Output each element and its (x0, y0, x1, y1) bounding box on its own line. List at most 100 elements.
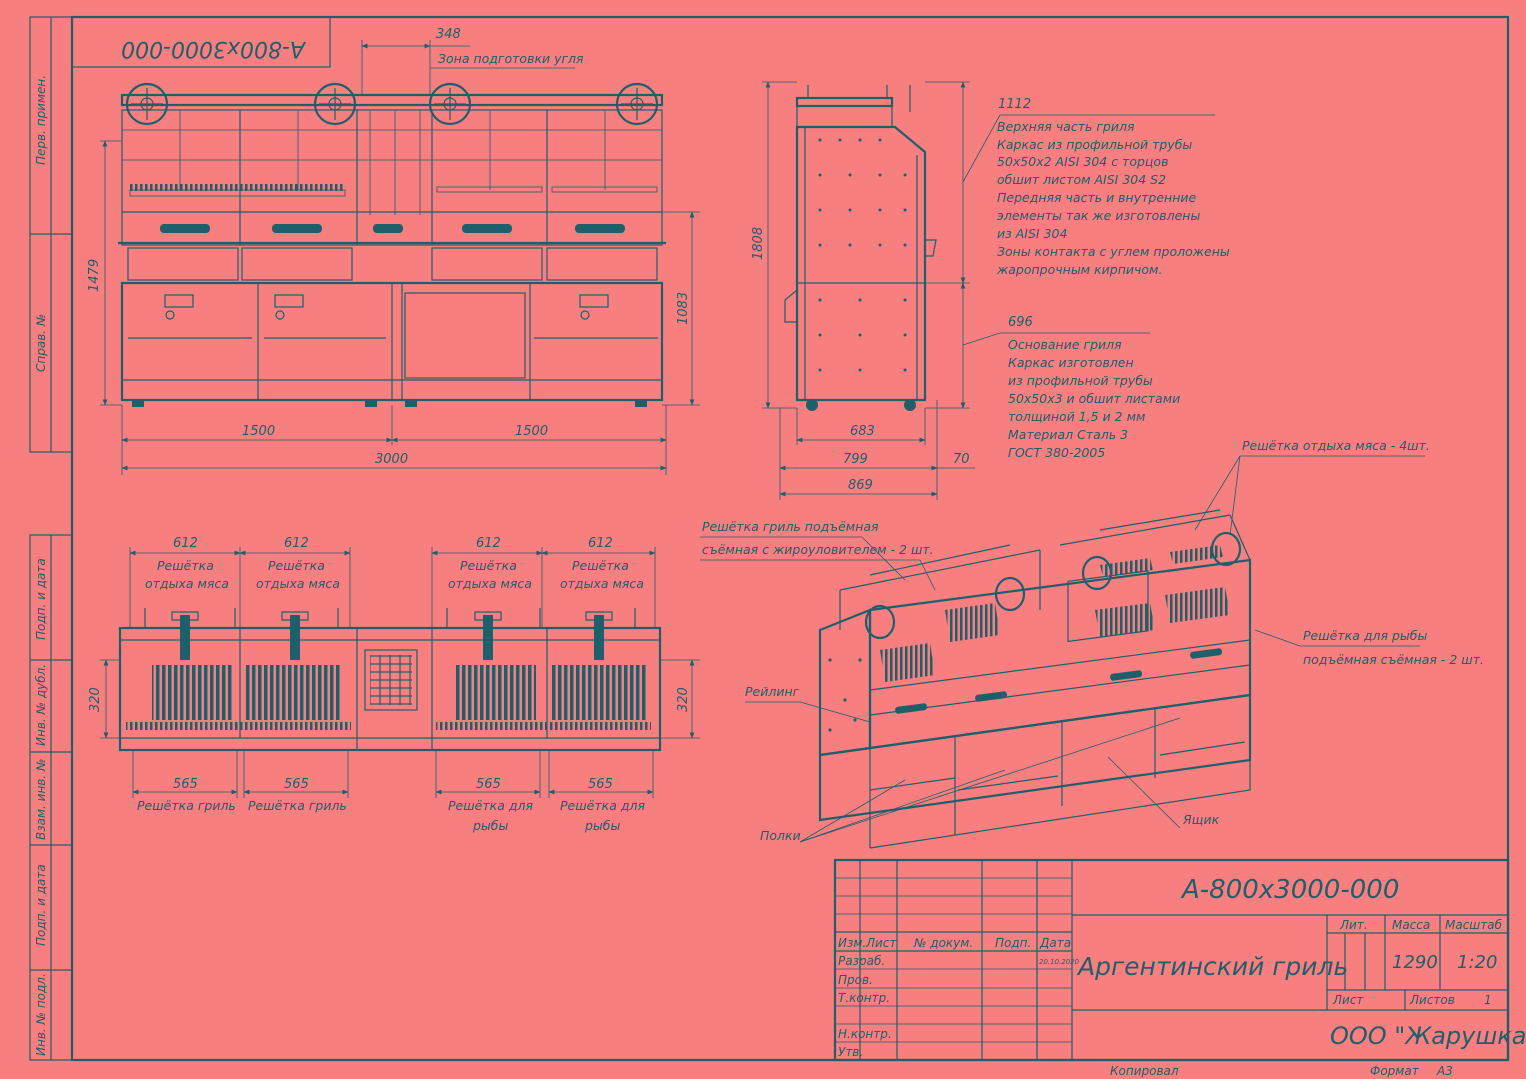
grill-grate-label: Решётка гриль (137, 798, 236, 813)
rest-grate-label: отдыха мяса (560, 576, 644, 591)
rest-grate-label: Решётка (572, 558, 629, 573)
tb-row-tkontr: Т.контр. (838, 991, 890, 1005)
upper-note-line: из AISI 304 (997, 226, 1067, 241)
side-dim-683: 683 (850, 424, 875, 439)
side-height: 1808 (751, 227, 766, 260)
frame-inv-podl: Инв. № подл. (34, 973, 48, 1056)
top-dim-565: 565 (173, 777, 198, 792)
tb-col-list: Лист (865, 936, 897, 950)
rest-grate-label: Решётка (460, 558, 517, 573)
rest-grate-label: отдыха мяса (256, 576, 340, 591)
upper-note-line: жаропрочным кирпичом. (996, 262, 1162, 277)
title-block: Изм. Лист № докум. Подп. Дата Разраб. Пр… (833, 858, 1526, 1078)
top-dim-565: 565 (588, 777, 613, 792)
front-zone-dim: 348 (436, 27, 461, 42)
tb-date: 20.10.2020 (1039, 958, 1080, 966)
tb-format: Формат (1370, 1064, 1420, 1078)
front-height-total: 1479 (87, 259, 102, 292)
tb-masshtab: Масштаб (1445, 918, 1503, 932)
upper-note-line: Каркас из профильной трубы (997, 137, 1192, 152)
tb-scale-value: 1:20 (1457, 952, 1497, 973)
front-width-half-left: 1500 (242, 424, 275, 439)
side-top-dim: 1112 (998, 97, 1031, 112)
tb-sheet: Лист (1332, 993, 1364, 1007)
fish-grate-label: рыбы (584, 818, 621, 833)
top-view: 612 612 612 612 Решётка отдыха мяса Решё… (88, 536, 700, 833)
upper-note-line: Верхняя часть гриля (997, 119, 1135, 134)
rest-grate-label: Решётка (268, 558, 325, 573)
side-view: 1808 1112 696 Верхняя часть гриля Каркас… (751, 81, 1230, 500)
tb-col-podp: Подп. (995, 936, 1031, 950)
iso-fish-grate-2: подъёмная съёмная - 2 шт. (1303, 652, 1484, 667)
tb-row-nkontr: Н.контр. (838, 1027, 892, 1041)
upper-note: Верхняя часть гриля Каркас из профильной… (996, 119, 1230, 277)
iso-railing: Рейлинг (745, 684, 800, 699)
tb-company: ООО "Жарушка" (1330, 1022, 1526, 1050)
fish-grate-label: Решётка для (560, 798, 645, 813)
upper-note-line: 50х50х2 AISI 304 с торцов (997, 154, 1168, 169)
frame-perv-primen: Перв. примен. (34, 75, 48, 165)
frame-podp-data-2: Подп. и дата (34, 864, 48, 946)
top-dim-612: 612 (284, 536, 309, 551)
base-note-line: Материал Сталь 3 (1008, 427, 1128, 442)
upper-note-line: Зоны контакта с углем проложены (997, 244, 1230, 259)
upper-note-line: обшит листом AISI 304 S2 (997, 172, 1166, 187)
tb-doc-code: А-800х3000-000 (1180, 875, 1399, 905)
post-icon (171, 611, 613, 660)
top-dim-565: 565 (476, 777, 501, 792)
stamp-code: А-800х3000-000 (121, 36, 307, 61)
side-dim-869: 869 (848, 478, 873, 493)
tb-sheets: Листов (1409, 993, 1455, 1007)
tb-row-prov: Пров. (838, 973, 873, 987)
side-base-dim: 696 (1008, 315, 1033, 330)
tb-massa: Масса (1392, 918, 1430, 932)
front-width-half-right: 1500 (515, 424, 548, 439)
iso-drawer: Ящик (1182, 812, 1220, 827)
base-note-line: ГОСТ 380-2005 (1008, 445, 1105, 460)
base-note-line: из профильной трубы (1008, 373, 1153, 388)
rest-grate-label: отдыха мяса (145, 576, 229, 591)
iso-lift-grate-2: съёмная с жироуловителем - 2 шт. (702, 542, 934, 557)
iso-view: Решётка отдыха мяса - 4шт. Решётка гриль… (700, 438, 1484, 849)
front-width-total: 3000 (375, 452, 408, 467)
tb-lit: Лит. (1339, 918, 1368, 932)
base-note-line: Каркас изготовлен (1008, 355, 1134, 370)
side-dim-799: 799 (843, 452, 868, 467)
tb-mass-value: 1290 (1392, 952, 1438, 973)
iso-rest-grates: Решётка отдыха мяса - 4шт. (1242, 438, 1430, 453)
tb-title: Аргентинский гриль (1076, 952, 1348, 981)
front-view: 348 Зона подготовки угля 1479 1083 1500 … (87, 27, 700, 475)
iso-fish-grate-1: Решётка для рыбы (1303, 628, 1427, 643)
base-note-line: Основание гриля (1008, 337, 1122, 352)
handwheel-icon (864, 531, 1242, 640)
upper-note-line: Передняя часть и внутренние (997, 190, 1196, 205)
top-dim-565: 565 (284, 777, 309, 792)
fish-grate-label: рыбы (472, 818, 509, 833)
base-note: Основание гриля Каркас изготовлен из про… (1008, 337, 1180, 460)
iso-shelves: Полки (760, 828, 801, 843)
top-dim-612: 612 (476, 536, 501, 551)
side-dim-70: 70 (953, 452, 970, 467)
frame-sprav-no: Справ. № (34, 314, 48, 372)
front-height-lower: 1083 (676, 292, 691, 325)
front-zone-label: Зона подготовки угля (438, 51, 584, 66)
top-dim-612: 612 (173, 536, 198, 551)
top-height-left: 320 (88, 687, 103, 712)
tb-col-doc: № докум. (913, 936, 973, 950)
tb-col-data: Дата (1039, 936, 1071, 950)
frame-inv-dubl: Инв. № дубл. (34, 664, 48, 746)
iso-lift-grate-1: Решётка гриль подъёмная (702, 519, 879, 534)
tb-copied: Копировал (1110, 1064, 1179, 1078)
frame-podp-data-1: Подп. и дата (34, 558, 48, 640)
fish-grate-label: Решётка для (448, 798, 533, 813)
sheet-frame: Перв. примен. Справ. № Подп. и дата Инв.… (29, 15, 1510, 1062)
tb-format-value: А3 (1436, 1064, 1453, 1078)
top-dim-612: 612 (588, 536, 613, 551)
tb-col-izm: Изм. (838, 936, 866, 950)
tb-row-utv: Утв. (838, 1045, 863, 1059)
frame-vzam-inv: Взам. инв. № (34, 759, 48, 840)
tb-row-razrab: Разраб. (838, 954, 885, 968)
rest-grate-label: Решётка (157, 558, 214, 573)
base-note-line: 50х50х3 и обшит листами (1008, 391, 1180, 406)
